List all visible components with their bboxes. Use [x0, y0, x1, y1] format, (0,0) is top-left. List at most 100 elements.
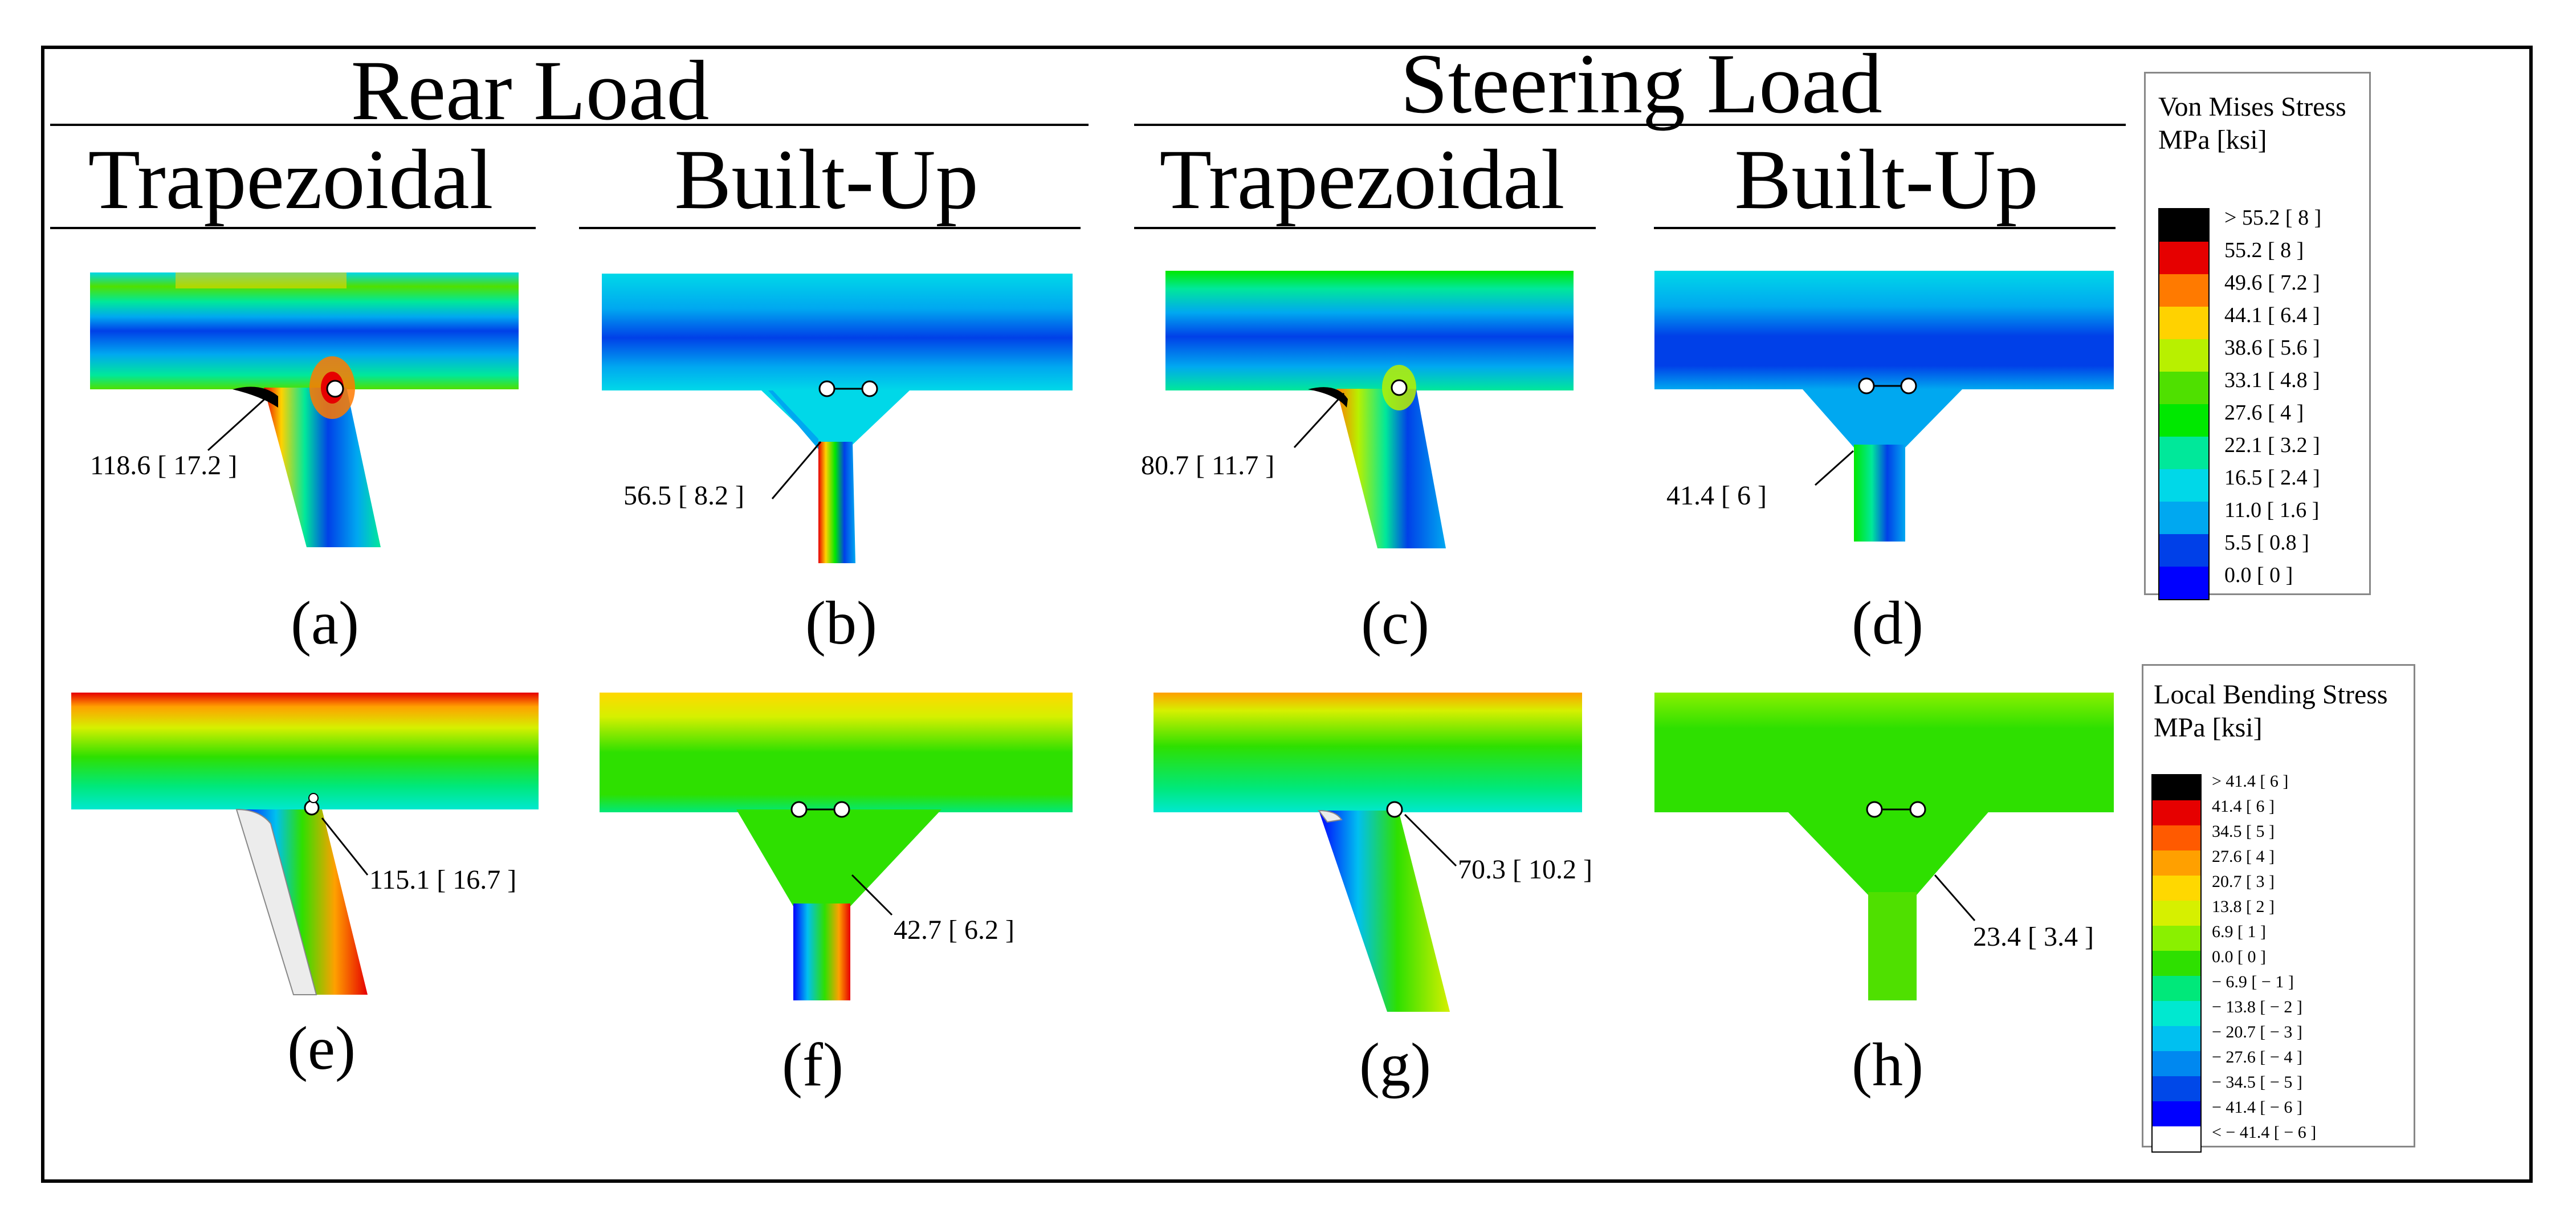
legend_bending-label: − 41.4 [ − 6 ] — [2212, 1098, 2302, 1117]
legend_bending-label: − 6.9 [ − 1 ] — [2212, 972, 2294, 991]
annotation-c: 80.7 [ 11.7 ] — [1141, 450, 1275, 481]
legend_von_mises-label: 44.1 [ 6.4 ] — [2224, 303, 2320, 327]
subheading-steering-built-up: Built-Up — [1734, 132, 2039, 227]
annotation-a: 118.6 [ 17.2 ] — [90, 450, 238, 481]
rear-built-up-rule — [579, 227, 1081, 229]
group-heading-steering-load: Steering Load — [1400, 36, 1882, 131]
legend_bending-swatch — [2153, 850, 2200, 876]
contour-panel-f — [600, 693, 1073, 1000]
legend_bending-label: − 34.5 [ − 5 ] — [2212, 1073, 2302, 1092]
legend_bending-swatch — [2153, 825, 2200, 850]
legend_von_mises-label: 5.5 [ 0.8 ] — [2224, 531, 2309, 555]
subheading-rear-built-up: Built-Up — [674, 132, 979, 227]
legend_bending-swatch — [2153, 775, 2200, 800]
figure-frame — [41, 46, 2533, 1183]
panel-label-a: (a) — [291, 589, 359, 657]
panel-label-c: (c) — [1361, 589, 1429, 657]
leader-line-b — [771, 441, 822, 499]
legend-bending-title: Local Bending Stress — [2154, 679, 2388, 710]
rear-trapezoidal-rule — [50, 227, 536, 229]
panel-label-e: (e) — [287, 1015, 356, 1082]
annotation-e: 115.1 [ 16.7 ] — [369, 865, 517, 895]
contour-panel-d — [1654, 271, 2114, 542]
legend_bending-color-bar — [2151, 774, 2202, 1153]
legend_von_mises-swatch — [2159, 274, 2208, 307]
legend_von_mises-swatch — [2159, 339, 2208, 372]
legend_von_mises-label: 38.6 [ 5.6 ] — [2224, 336, 2320, 360]
legend_von_mises-label: 33.1 [ 4.8 ] — [2224, 368, 2320, 392]
legend_bending-swatch — [2153, 1051, 2200, 1076]
legend_bending-swatch — [2153, 926, 2200, 951]
legend_bending-label: 6.9 [ 1 ] — [2212, 922, 2266, 941]
legend_bending-swatch — [2153, 976, 2200, 1001]
panel-label-f: (f) — [782, 1031, 843, 1099]
legend_bending-swatch — [2153, 1101, 2200, 1126]
legend_von_mises-swatch — [2159, 209, 2208, 242]
legend_bending-swatch — [2153, 876, 2200, 901]
legend_von_mises-label: 55.2 [ 8 ] — [2224, 238, 2304, 262]
legend-von-mises: Von Mises Stress MPa [ksi] > 55.2 [ 8 ] 5… — [2144, 72, 2371, 600]
legend_von_mises-color-bar — [2158, 208, 2210, 600]
legend_von_mises-swatch — [2159, 437, 2208, 469]
leader-line-g — [1404, 813, 1457, 867]
legend_bending-label: − 20.7 [ − 3 ] — [2212, 1023, 2302, 1041]
legend_bending-swatch — [2153, 1026, 2200, 1051]
legend_bending-label: > 41.4 [ 6 ] — [2212, 772, 2289, 791]
contour-panel-h — [1654, 693, 2114, 1000]
panel-label-b: (b) — [805, 589, 877, 657]
legend_von_mises-label: > 55.2 [ 8 ] — [2224, 206, 2322, 230]
leader-line-f — [851, 874, 893, 916]
legend_von_mises-swatch — [2159, 567, 2208, 599]
legend_bending-swatch — [2153, 800, 2200, 825]
legend-von-mises-units: MPa [ksi] — [2158, 125, 2267, 155]
subheading-rear-trapezoidal: Trapezoidal — [88, 132, 494, 227]
subheading-steering-trapezoidal: Trapezoidal — [1159, 132, 1565, 227]
contour-panel-g — [1154, 693, 1582, 1012]
legend_bending-label: 13.8 [ 2 ] — [2212, 897, 2275, 916]
legend_bending-label: 41.4 [ 6 ] — [2212, 797, 2275, 816]
leader-line-e — [321, 817, 369, 876]
legend_bending-label: < − 41.4 [ − 6 ] — [2212, 1123, 2317, 1142]
contour-panel-b — [602, 274, 1073, 563]
legend_von_mises-label: 16.5 [ 2.4 ] — [2224, 466, 2320, 490]
legend_bending-swatch — [2153, 1001, 2200, 1026]
panel-label-d: (d) — [1852, 589, 1923, 657]
steering-built-up-rule — [1654, 227, 2116, 229]
legend-bending-units: MPa [ksi] — [2154, 713, 2263, 743]
legend_von_mises-label: 11.0 [ 1.6 ] — [2224, 498, 2320, 522]
legend-von-mises-title: Von Mises Stress — [2158, 92, 2346, 122]
legend_von_mises-swatch — [2159, 469, 2208, 502]
contour-panel-e — [71, 693, 539, 995]
legend-local-bending: Local Bending Stress MPa [ksi] > 41.4 [ … — [2142, 664, 2415, 1153]
legend_von_mises-label: 49.6 [ 7.2 ] — [2224, 271, 2320, 295]
legend_bending-swatch — [2153, 901, 2200, 926]
legend_bending-label: − 27.6 [ − 4 ] — [2212, 1048, 2302, 1067]
legend_bending-label: 20.7 [ 3 ] — [2212, 872, 2275, 891]
panel-label-g: (g) — [1359, 1031, 1431, 1099]
annotation-b: 56.5 [ 8.2 ] — [623, 481, 744, 511]
rear-load-rule — [50, 124, 1089, 126]
legend_von_mises-label: 0.0 [ 0 ] — [2224, 563, 2293, 587]
steering-trapezoidal-rule — [1134, 227, 1596, 229]
legend_von_mises-swatch — [2159, 502, 2208, 534]
legend_von_mises-label: 27.6 [ 4 ] — [2224, 401, 2304, 425]
leader-line-c — [1293, 392, 1345, 449]
contour-panel-a — [90, 272, 519, 547]
annotation-f: 42.7 [ 6.2 ] — [894, 915, 1014, 945]
legend_von_mises-swatch — [2159, 307, 2208, 339]
legend_bending-label: 0.0 [ 0 ] — [2212, 947, 2266, 966]
legend_von_mises-swatch — [2159, 372, 2208, 404]
legend_von_mises-label: 22.1 [ 3.2 ] — [2224, 433, 2320, 457]
annotation-d: 41.4 [ 6 ] — [1666, 481, 1767, 511]
contour-panel-c — [1165, 271, 1574, 548]
legend_bending-label: 27.6 [ 4 ] — [2212, 847, 2275, 866]
legend_bending-label: − 13.8 [ − 2 ] — [2212, 998, 2302, 1016]
group-heading-rear-load: Rear Load — [350, 43, 710, 138]
steering-load-rule — [1134, 124, 2126, 126]
legend_bending-swatch — [2153, 1076, 2200, 1101]
annotation-g: 70.3 [ 10.2 ] — [1458, 854, 1592, 885]
legend_von_mises-swatch — [2159, 242, 2208, 274]
legend_von_mises-swatch — [2159, 534, 2208, 567]
legend_bending-swatch — [2153, 951, 2200, 976]
leader-line-a — [207, 395, 269, 451]
